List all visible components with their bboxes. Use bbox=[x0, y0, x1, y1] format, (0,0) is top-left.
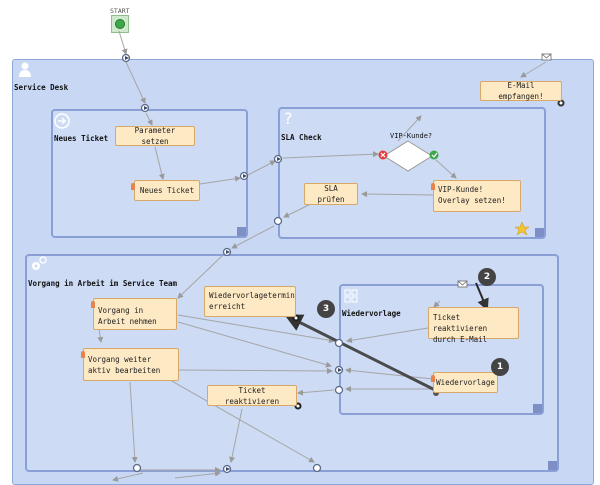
task-text: SLA prüfen bbox=[317, 184, 345, 204]
hand-icon bbox=[430, 368, 436, 382]
subprocess-label-neues-ticket: Neues Ticket bbox=[54, 134, 109, 143]
subprocess-label-wiedervorlage: Wiedervorlage bbox=[342, 309, 401, 318]
gears-icon bbox=[29, 256, 47, 272]
start-event[interactable] bbox=[111, 15, 129, 33]
task-ticket-reaktivieren-mail[interactable]: Ticket reaktivieren durch E-Mail bbox=[428, 307, 519, 344]
question-icon: ? bbox=[284, 109, 293, 128]
pool-label: Service Desk bbox=[14, 83, 69, 92]
hand-icon bbox=[130, 176, 136, 190]
hand-icon bbox=[430, 176, 436, 190]
task-wiedervorlagetermin[interactable]: Wiedervorlagetermin erreicht bbox=[204, 286, 296, 317]
task-wiedervorlage[interactable]: Wiedervorlage bbox=[433, 372, 498, 393]
subprocess-wiedervorlage[interactable] bbox=[339, 284, 544, 415]
task-vorgang-weiter[interactable]: Vorgang weiter aktiv bearbeiten bbox=[83, 348, 179, 381]
task-email-empfangen[interactable]: E-Mail empfangen! bbox=[480, 81, 562, 101]
gateway-diamond bbox=[383, 140, 433, 172]
subprocess-label-vorgang: Vorgang in Arbeit im Service Team bbox=[28, 279, 178, 288]
subprocess-sla-check[interactable] bbox=[278, 107, 546, 239]
task-sla-pruefen[interactable]: SLA prüfen bbox=[304, 183, 358, 205]
task-text: VIP-Kunde! Overlay setzen! bbox=[438, 185, 506, 205]
task-text: Wiedervorlage bbox=[436, 378, 495, 387]
subprocess-label-sla-check: SLA Check bbox=[281, 133, 322, 142]
person-icon bbox=[18, 62, 32, 78]
task-text: E-Mail empfangen! bbox=[498, 81, 544, 101]
task-text: Ticket reaktivieren bbox=[224, 385, 280, 406]
task-ticket-reaktivieren[interactable]: Ticket reaktivieren bbox=[207, 385, 297, 406]
task-text: Vorgang weiter aktiv bearbeiten bbox=[88, 355, 161, 375]
hand-icon bbox=[90, 294, 96, 308]
task-text: Neues Ticket bbox=[139, 186, 195, 195]
badge-3: 3 bbox=[317, 300, 335, 318]
task-neues-ticket[interactable]: Neues Ticket bbox=[134, 180, 200, 201]
hand-icon bbox=[80, 344, 86, 358]
task-parameter-setzen[interactable]: Parameter setzen bbox=[115, 126, 195, 146]
arrow-right-icon bbox=[54, 113, 70, 129]
task-vip-overlay[interactable]: VIP-Kunde! Overlay setzen! bbox=[433, 180, 521, 212]
gateway-label: VIP-Kunde? bbox=[390, 132, 433, 140]
task-text: Vorgang in Arbeit nehmen bbox=[98, 306, 157, 326]
badge-1: 1 bbox=[491, 358, 509, 376]
task-vorgang-nehmen[interactable]: Vorgang in Arbeit nehmen bbox=[93, 298, 177, 330]
grid-icon bbox=[344, 288, 358, 303]
start-label: START bbox=[110, 7, 130, 15]
start-circle-icon bbox=[115, 19, 125, 29]
task-text: Parameter setzen bbox=[134, 126, 176, 146]
badge-2: 2 bbox=[478, 268, 496, 286]
task-text: Wiedervorlagetermin erreicht bbox=[209, 291, 295, 311]
task-text: Ticket reaktivieren durch E-Mail bbox=[433, 313, 488, 344]
